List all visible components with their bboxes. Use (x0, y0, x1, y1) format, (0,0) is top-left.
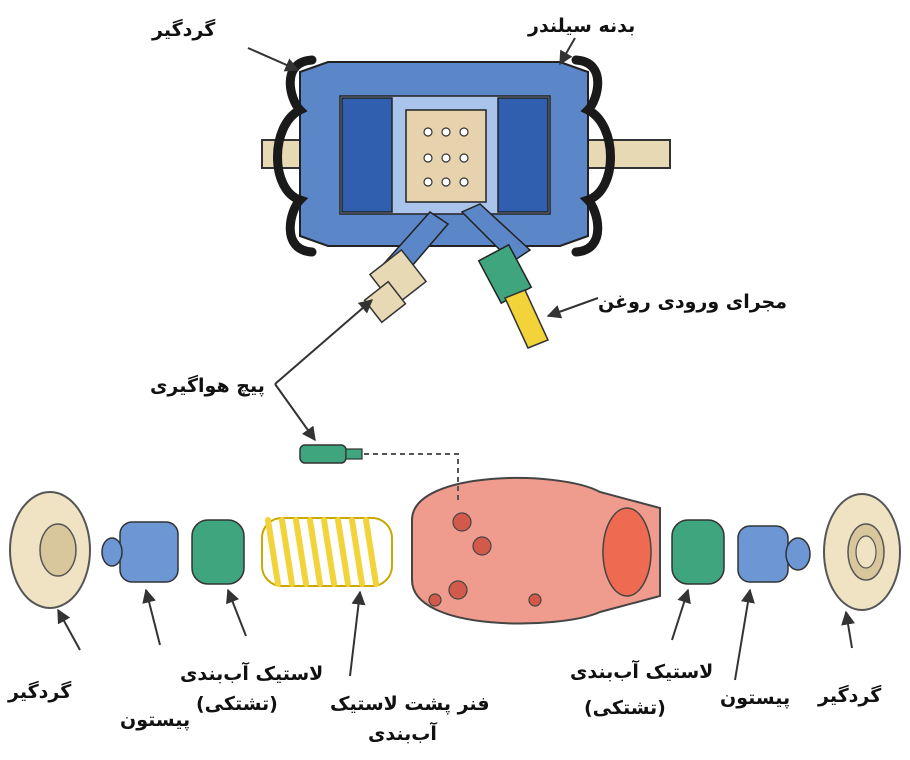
label-left-dust-boot: گردگیر (8, 680, 71, 704)
cylinder-housing-part (412, 478, 660, 624)
right-cup-seal-part (672, 520, 724, 584)
label-top-dust-boot: گردگیر (152, 18, 215, 42)
oil-line (505, 290, 548, 348)
label-oil-inlet: مجرای ورودی روغن (598, 290, 787, 314)
label-left-seal-sub: (تشتکی) (196, 692, 278, 716)
right-dust-boot-part (824, 494, 900, 610)
exploded-view (10, 445, 900, 624)
spring-part (262, 518, 392, 586)
left-cup-seal-part (192, 520, 244, 584)
bleed-screw-part (300, 445, 362, 463)
label-right-piston: پیستون (720, 686, 790, 710)
label-left-piston: پیستون (120, 708, 190, 732)
right-piston-part (738, 526, 810, 582)
right-piston-section (498, 98, 548, 212)
label-bleed-screw: پیچ هواگیری (150, 374, 265, 398)
label-spring: فنر پشت لاستیک (330, 692, 490, 716)
label-right-dust-boot: گردگیر (818, 684, 881, 708)
left-dust-boot-part (10, 492, 90, 608)
label-cylinder-body: بدنه سیلندر (528, 14, 635, 38)
label-right-seal: لاستیک آب‌بندی (570, 660, 713, 684)
left-piston-part (102, 522, 178, 582)
left-piston-section (342, 98, 392, 212)
label-left-seal: لاستیک آب‌بندی (180, 662, 323, 686)
label-right-seal-sub: (تشتکی) (584, 696, 666, 720)
label-spring-sub: آب‌بندی (368, 722, 437, 746)
